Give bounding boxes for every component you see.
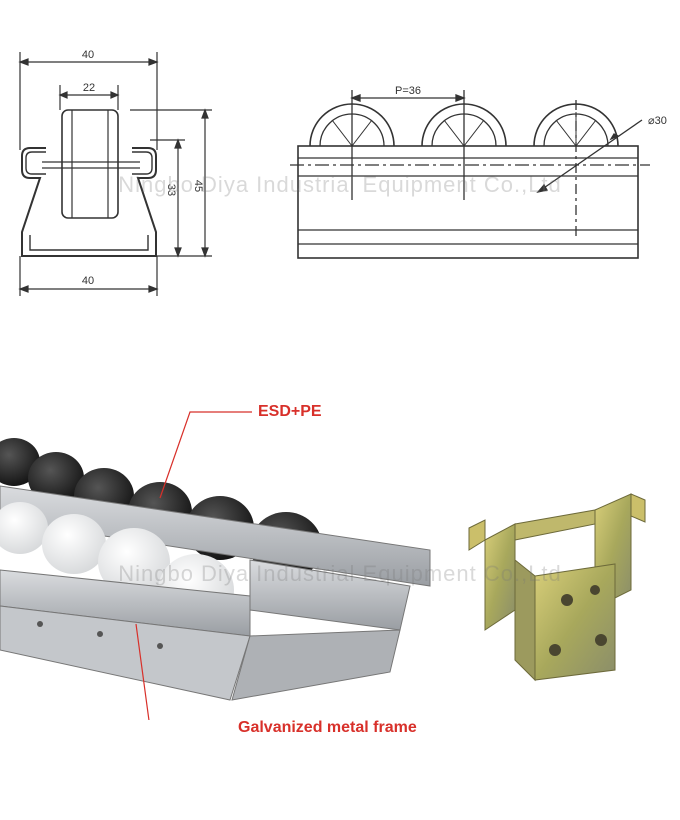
front-section-drawing: 40 22 33 45 40 bbox=[18, 49, 212, 296]
pitch-label: P=36 bbox=[395, 85, 421, 97]
dim-top-width: 40 bbox=[82, 49, 94, 61]
dim-inner-height: 33 bbox=[165, 184, 177, 196]
bracket-photo bbox=[468, 493, 646, 682]
roller-track-photo bbox=[0, 400, 440, 720]
watermark-top: Ningbo Diya Industrial Equipment Co.,Ltd bbox=[118, 172, 562, 197]
dim-outer-height: 45 bbox=[192, 180, 204, 192]
diameter-label: ⌀30 bbox=[648, 115, 667, 127]
side-view-drawing: P=36 ⌀30 bbox=[290, 85, 667, 259]
dim-inner-width: 22 bbox=[83, 82, 95, 94]
callout-galvanized-frame: Galvanized metal frame bbox=[238, 719, 417, 736]
watermark-bottom: Ningbo Diya Industrial Equipment Co.,Ltd bbox=[118, 561, 562, 586]
dim-bottom-width: 40 bbox=[82, 275, 94, 287]
callout-esd-pe: ESD+PE bbox=[258, 403, 322, 420]
